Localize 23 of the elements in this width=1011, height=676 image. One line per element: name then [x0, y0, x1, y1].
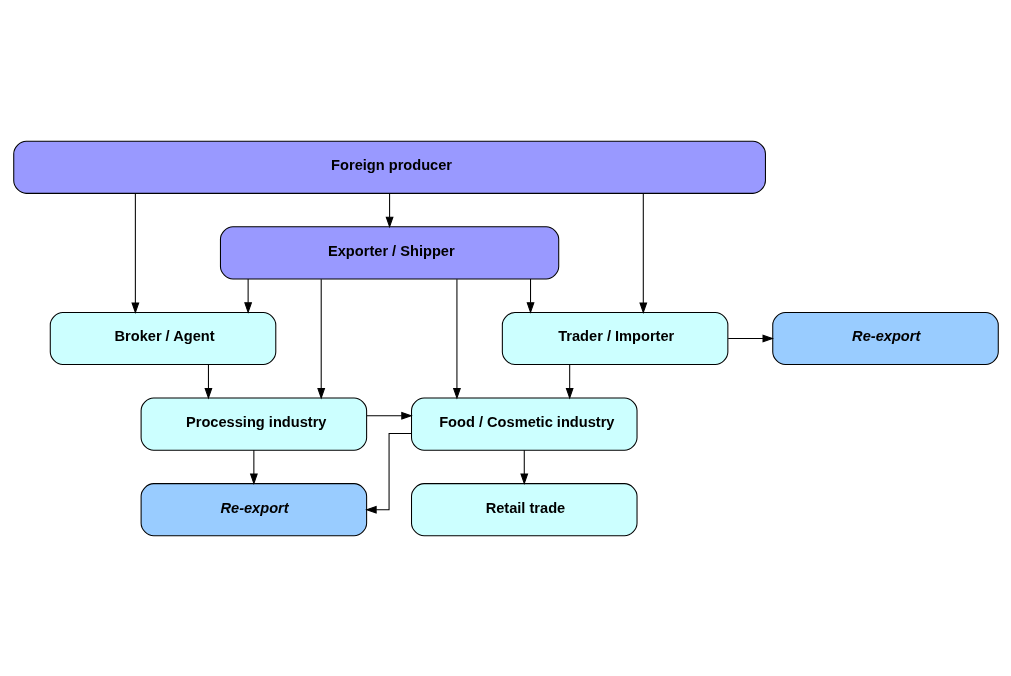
arrow — [365, 411, 413, 420]
arrow — [452, 278, 461, 400]
arrow — [638, 192, 647, 314]
node-box: Re-export — [140, 482, 367, 536]
arrow — [519, 449, 528, 485]
node-box: Trader / Importer — [501, 311, 728, 365]
arrow — [243, 278, 252, 314]
arrow — [249, 449, 258, 485]
node-box: Exporter / Shipper — [219, 225, 559, 279]
node-box: Food / Cosmetic industry — [410, 397, 638, 451]
arrow — [565, 363, 574, 399]
arrow — [203, 363, 212, 399]
node-box: Re-export — [771, 311, 999, 365]
arrow — [364, 432, 412, 514]
arrow — [727, 333, 774, 343]
arrow — [316, 278, 325, 400]
arrow — [526, 278, 535, 314]
node-box: Retail trade — [410, 482, 638, 536]
node-box: Broker / Agent — [49, 311, 276, 365]
arrow — [130, 192, 139, 314]
node-box: Foreign producer — [12, 140, 766, 194]
arrow — [385, 192, 394, 228]
node-box: Processing industry — [140, 397, 367, 451]
